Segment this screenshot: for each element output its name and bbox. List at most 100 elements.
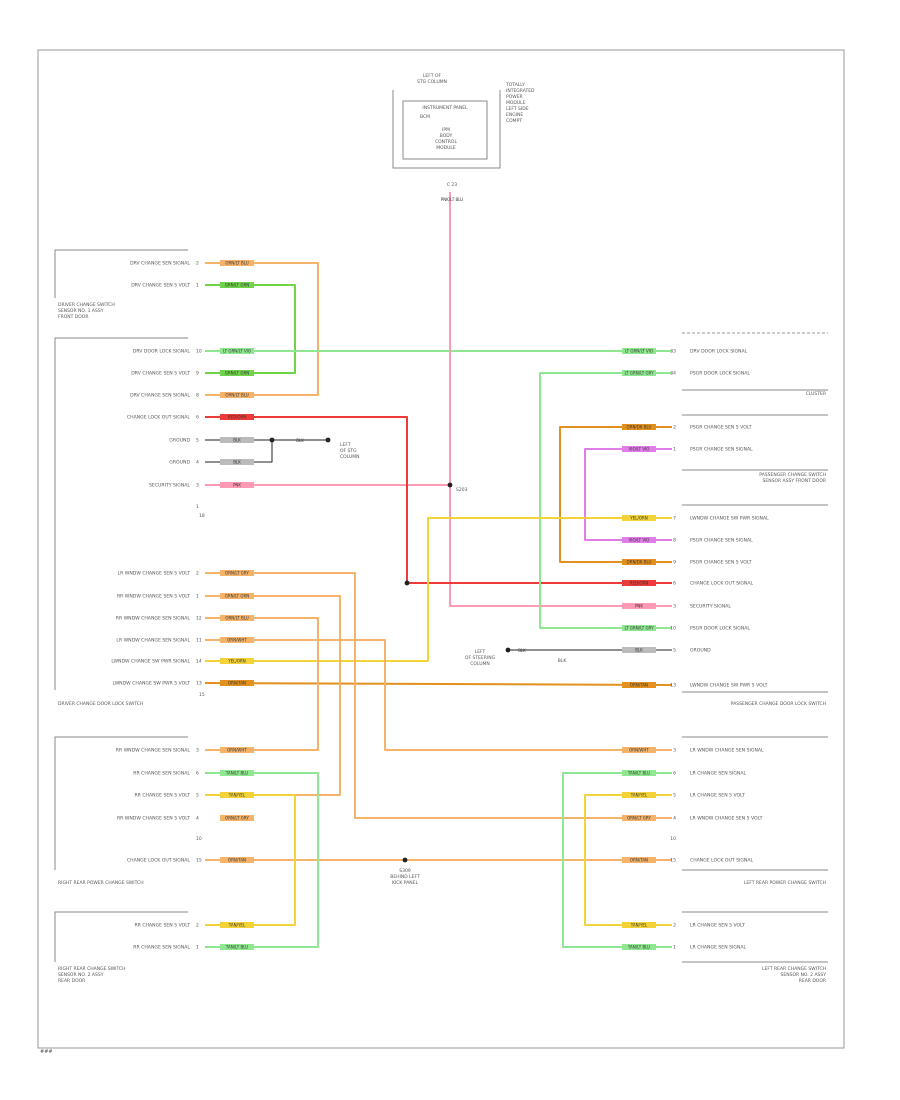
top-module-wire: PNK/LT BLU: [441, 197, 464, 202]
l4-signal-0: RR CHANGE SEN 5 VOLT: [134, 923, 190, 929]
r3-pin-3: 6: [673, 581, 676, 587]
r3-signal-4: SECURITY SIGNAL: [690, 604, 731, 610]
wire-label-right-2-marker: [622, 424, 656, 430]
ground-right-terminal: [505, 647, 511, 653]
wire-label-left-21-marker: [220, 944, 254, 950]
wire-label-left-8-marker: [220, 482, 254, 488]
wire-label-right-13: TAN/LT BLU: [627, 770, 650, 775]
wire-label-left-5-marker: [220, 414, 254, 420]
wire-label-left-21: TAN/LT BLU: [225, 944, 248, 949]
wire-rr-sen-signal: [205, 772, 319, 948]
wire-label-right-18: TAN/LT BLU: [627, 944, 650, 949]
wire-label-right-14-marker: [622, 792, 656, 798]
wire-label-right-3: VIO/LT VIO: [629, 446, 650, 451]
r1-pin-1: 34: [670, 371, 676, 377]
l2-pin-2: 8: [196, 393, 199, 399]
wire-label-right-0-marker: [622, 348, 656, 354]
wire-label-right-8: PNK: [635, 603, 643, 608]
l2-signal-8: RR WNDW CHANGE SEN 5 VOLT: [117, 594, 190, 600]
wire-label-right-16: ORN/TAN: [630, 857, 648, 862]
r1-signal-1: PSGR DOOR LOCK SIGNAL: [690, 371, 750, 377]
top-module-box-0: INSTRUMENT PANEL: [422, 105, 468, 111]
splice-s309: [402, 857, 408, 863]
wire-label-left-0: ORN/LT BLU: [225, 260, 248, 265]
wire-lock-out: [205, 416, 672, 584]
ground-left-caption-0: LEFT: [340, 442, 351, 448]
ground-right-caption-0: LEFT: [475, 649, 486, 655]
r4-pin-4: 15: [670, 858, 676, 864]
r3-pin-7: 13: [670, 683, 676, 689]
l3-outline: [54, 736, 188, 870]
wire-label-right-9: LT GRN/LT GRY: [624, 625, 654, 630]
l2-signal-9: RR WNDW CHANGE SEN SIGNAL: [116, 616, 191, 622]
l2-signal-5: GROUND: [169, 460, 190, 466]
r4-pin-3: 4: [673, 816, 676, 822]
wire-label-left-4: ORN/LT BLU: [225, 392, 248, 397]
r5-signal-1: LR CHANGE SEN SIGNAL: [690, 945, 746, 951]
ground-left-caption-2: COLUMN: [340, 454, 360, 460]
wire-label-right-6: ORN/DK BLU: [627, 559, 652, 564]
top-module-side-1: INTEGRATED: [506, 88, 535, 94]
wire-label-left-12-marker: [220, 637, 254, 643]
r2-signal-1: PSGR CHANGE SEN SIGNAL: [690, 447, 753, 453]
component-layer: [54, 90, 828, 963]
l2-signal-1: DRV CHANGE SEN 5 VOLT: [131, 371, 190, 377]
wire-label-right-6-marker: [622, 559, 656, 565]
wire-label-left-17-marker: [220, 792, 254, 798]
wire-label-left-2-marker: [220, 348, 254, 354]
r4-pin-1: 6: [673, 771, 676, 777]
wire-label-left-19: ORN/TAN: [228, 857, 246, 862]
splice-s309-caption-1: BEHIND LEFT: [390, 874, 420, 880]
l2-signal-3: CHANGE LOCK OUT SIGNAL: [127, 415, 191, 421]
r5-signal-0: LR CHANGE SEN 5 VOLT: [690, 923, 745, 929]
l2-signal-7: LR WNDW CHANGE SEN 5 VOLT: [118, 571, 191, 577]
r4-caption-0: LEFT REAR POWER CHANGE SWITCH: [744, 880, 826, 886]
top-module-pins: C 23: [447, 182, 457, 188]
l1-signal-0: DRV CHANGE SEN SIGNAL: [130, 261, 190, 267]
r2-pin-0: 2: [673, 425, 676, 431]
wire-rr-wndw-5v: [205, 595, 341, 796]
wire-label-left-20-marker: [220, 922, 254, 928]
wire-label-left-16: TAN/LT BLU: [225, 770, 248, 775]
l2-pin-3: 6: [196, 415, 199, 421]
l3-pin-0: 3: [196, 748, 199, 754]
wire-label-left-4-marker: [220, 392, 254, 398]
r1-caption-0: CLUSTER: [806, 391, 826, 397]
ground-right-caption-1: OF STEERING: [465, 655, 496, 661]
l2-pin-8: 1: [196, 594, 199, 600]
wire-psgr-sen-5v: [559, 426, 672, 563]
l3-signal-4: CHANGE LOCK OUT SIGNAL: [127, 858, 191, 864]
wire-layer: [204, 192, 673, 948]
l2-signal-12: LWNDW CHANGE SW PWR 5 VOLT: [113, 681, 191, 687]
l2-pin-6: 3: [196, 483, 199, 489]
top-module-box-4: CONTROL: [435, 139, 457, 145]
wire-label-left-11-marker: [220, 615, 254, 621]
l4-outline: [54, 911, 188, 962]
l3-pin-2: 5: [196, 793, 199, 799]
r3-caption-0: PASSENGER CHANGE DOOR LOCK SWITCH: [731, 701, 826, 707]
splice-s203: [447, 482, 453, 488]
l3-pin-4: 15: [196, 858, 202, 864]
l4-signal-1: RR CHANGE SEN SIGNAL: [133, 945, 190, 951]
wire-label-right-9-marker: [622, 625, 656, 631]
wire-label-right-8-marker: [622, 603, 656, 609]
r4-signal-3: LR WNDW CHANGE SEN 5 VOLT: [690, 816, 763, 822]
wire-label-left-7: BLK: [233, 459, 241, 464]
wire-label-left-6-marker: [220, 437, 254, 443]
wire-label-right-12: ORN/WHT: [629, 747, 649, 752]
l2-pin-7: 2: [196, 571, 199, 577]
r4-pin-0: 3: [673, 748, 676, 754]
wire-label-left-2: LT GRN/LT VIO: [223, 348, 251, 353]
splice-ground-left: [269, 437, 275, 443]
wire-lr-wndw-signal: [205, 639, 672, 751]
splice-s309-caption-2: KICK PANEL: [392, 880, 419, 886]
l3-pin-3: 4: [196, 816, 199, 822]
l3-signal-2: RR CHANGE SEN 5 VOLT: [134, 793, 190, 799]
l2-signal-11: LWNDW CHANGE SW PWR SIGNAL: [111, 659, 190, 665]
r3-pin-5: 10: [670, 626, 676, 632]
top-module-side-0: TOTALLY: [505, 82, 525, 88]
wire-drv-sen-signal: [205, 262, 319, 396]
l3-note-0: 10: [196, 836, 202, 842]
l3-caption-0: RIGHT REAR POWER CHANGE SWITCH: [58, 880, 144, 886]
